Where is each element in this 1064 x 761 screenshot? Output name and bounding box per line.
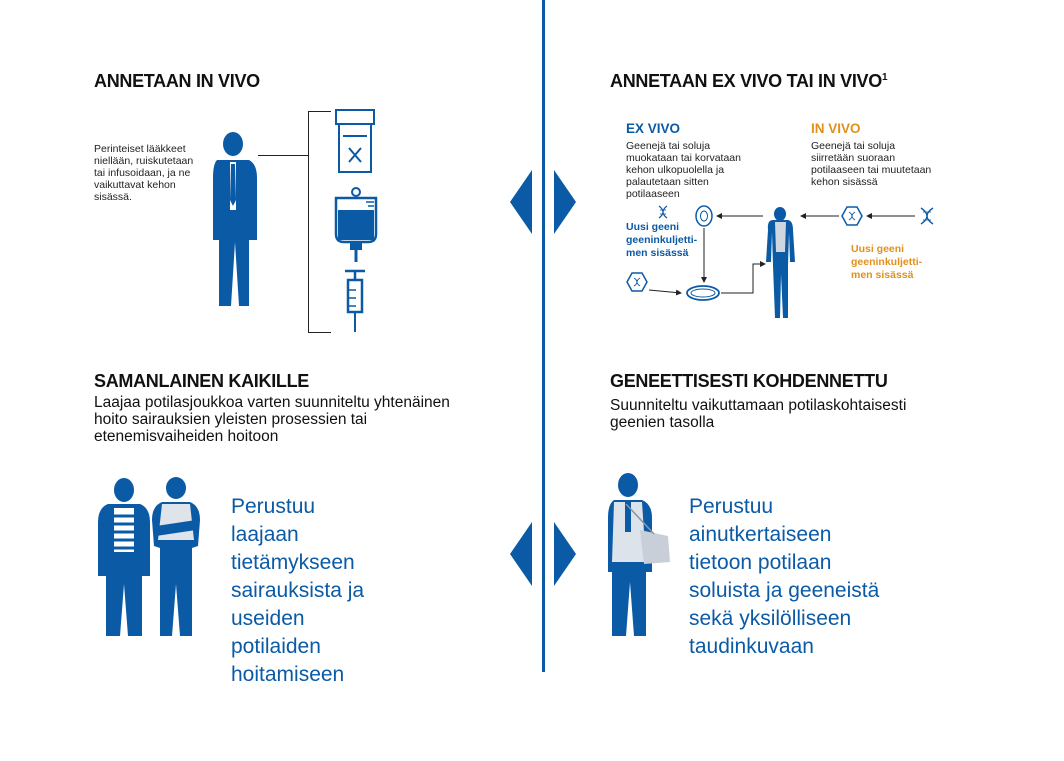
in-vivo-vector-hexagon-icon: [841, 206, 863, 226]
statement-line: tietämykseen: [231, 551, 355, 574]
desc-line: sisässä.: [94, 191, 132, 203]
statement-line: sekä yksilölliseen: [689, 607, 852, 630]
desc-line: palautetaan sitten: [626, 176, 709, 188]
statement-line: ainutkertaiseen: [689, 523, 832, 546]
statement-line: soluista ja geeneistä: [689, 579, 880, 602]
in-vivo-label: IN VIVO: [811, 121, 861, 136]
compare-arrows-bottom-icon: [510, 522, 576, 586]
in-vivo-dna-icon: [920, 207, 934, 225]
statement-line: Perustuu: [231, 495, 316, 518]
ex-vivo-description: Geenejä tai soluja muokataan tai korvata…: [626, 140, 756, 200]
sub-line: etenemisvaiheiden hoitoon: [94, 428, 279, 445]
note-line: geeninkuljetti-: [626, 234, 698, 246]
same-for-all-description: Laajaa potilasjoukkoa varten suunniteltu…: [94, 394, 514, 445]
desc-line: niellään, ruiskutetaan: [94, 155, 194, 167]
statement-line: potilaiden: [231, 635, 321, 658]
center-divider: [542, 0, 545, 672]
traditional-drugs-description: Perinteiset lääkkeet niellään, ruiskutet…: [94, 143, 224, 203]
desc-line: potilaaseen tai muutetaan: [811, 164, 932, 176]
heading-in-vivo: ANNETAAN IN VIVO: [94, 71, 260, 91]
desc-line: Geenejä tai soluja: [811, 140, 896, 152]
heading-text: ANNETAAN EX VIVO TAI IN VIVO: [610, 71, 882, 91]
desc-line: potilaaseen: [626, 188, 680, 200]
person-with-bag-silhouette-icon: [608, 473, 670, 636]
pointer-line: [258, 155, 308, 156]
cell-icon: [695, 205, 713, 227]
sub-line: hoito sairauksien yleisten prosessien ta…: [94, 411, 368, 428]
vector-hexagon-icon: [626, 272, 648, 292]
statement-line: tietoon potilaan: [689, 551, 832, 574]
statement-line: useiden: [231, 607, 305, 630]
desc-line: tai infusoidaan, ja ne: [94, 167, 191, 179]
desc-line: kehon ulkopuolella ja: [626, 164, 725, 176]
genetically-targeted-description: Suunniteltu vaikuttamaan potilaskohtaise…: [610, 397, 990, 431]
desc-line: kehon sisässä: [811, 176, 878, 188]
sub-line: Suunniteltu vaikuttamaan potilaskohtaise…: [610, 397, 907, 414]
heading-genetically-targeted: GENEETTISESTI KOHDENNETTU: [610, 371, 888, 391]
bracket: [308, 111, 331, 333]
man-silhouette-icon: [213, 132, 257, 306]
two-people-silhouette-icon: [98, 477, 200, 636]
compare-arrows-top-icon: [510, 170, 576, 234]
footnote-marker: 1: [881, 72, 888, 83]
statement-line: Perustuu: [689, 495, 774, 518]
statement-line: sairauksista ja: [231, 579, 365, 602]
dna-icon: [658, 205, 668, 219]
desc-line: Geenejä tai soluja: [626, 140, 711, 152]
sub-line: geenien tasolla: [610, 414, 715, 431]
pill-bottle-icon: [335, 109, 375, 173]
in-vivo-new-gene-note: Uusi geeni geeninkuljetti- men sisässä: [851, 243, 922, 282]
ex-vivo-label: EX VIVO: [626, 121, 681, 136]
statement-line: taudinkuvaan: [689, 635, 814, 658]
broad-knowledge-statement: Perustuu laajaan tietämykseen sairauksis…: [231, 493, 364, 689]
unique-knowledge-statement: Perustuu ainutkertaiseen tietoon potilaa…: [689, 493, 879, 661]
sub-line: Laajaa potilasjoukkoa varten suunniteltu…: [94, 394, 450, 411]
note-line: Uusi geeni: [851, 243, 905, 255]
syringe-icon: [345, 269, 365, 332]
petri-dish-icon: [686, 285, 720, 301]
heading-ex-vivo-or-in-vivo: ANNETAAN EX VIVO TAI IN VIVO1: [610, 71, 888, 92]
note-line: Uusi geeni: [626, 221, 680, 233]
desc-line: muokataan tai korvataan: [626, 152, 741, 164]
desc-line: siirretään suoraan: [811, 152, 896, 164]
heading-same-for-all: SAMANLAINEN KAIKILLE: [94, 371, 309, 391]
note-line: men sisässä: [851, 269, 914, 281]
desc-line: Perinteiset lääkkeet: [94, 143, 186, 155]
statement-line: laajaan: [231, 523, 299, 546]
iv-bag-icon: [334, 187, 378, 262]
note-line: men sisässä: [626, 247, 689, 259]
gene-therapy-flow-diagram: [626, 205, 934, 318]
note-line: geeninkuljetti-: [851, 256, 923, 268]
ex-vivo-new-gene-note: Uusi geeni geeninkuljetti- men sisässä: [626, 221, 697, 260]
in-vivo-description: Geenejä tai soluja siirretään suoraan po…: [811, 140, 951, 188]
woman-silhouette-icon: [766, 207, 795, 318]
statement-line: hoitamiseen: [231, 663, 345, 686]
desc-line: vaikuttavat kehon: [94, 179, 176, 191]
